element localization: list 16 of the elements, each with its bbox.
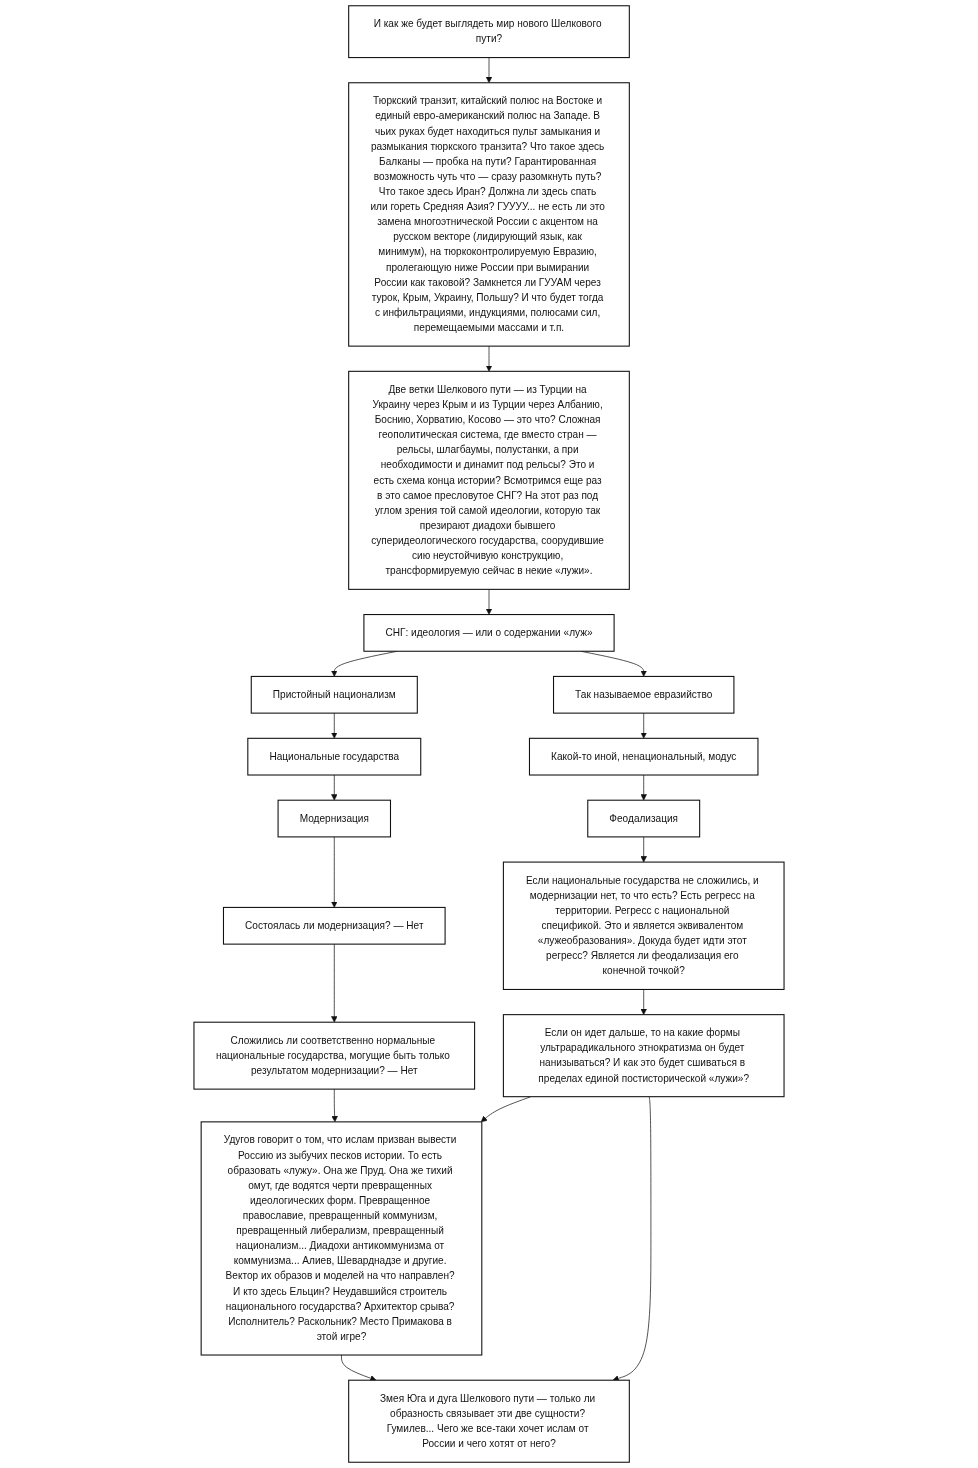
node-box: Какой-то иной, ненациональный, модус [528,737,759,776]
node-box: Тюркский транзит, китайский полюс на Востоке и единый евро-американский полюс на Западе. В чьих руках будет находиться пульт замыкания и размыкания тюркского транзита? Что такое здесь Балканы — пробка на пути? Гарантированная возможность чуть что — сразу разомкнуть путь? Что такое здесь Иран? Должна ли здесь спать или гореть Средняя Азия? ГУУУУ... не есть ли это замена многоэтнической России с акцентом на русском векторе (лидирующий язык, как минимум), на тюркоконтролируемую Евразию, пролегающую ниже России при вымирании России как таковой? Замкнется ли ГУУАМ через турок, Крым, Украину, Польшу? И что будет тогда с инфильтрациями, индукциями, полюсами сил, перемещаемыми массами и т.п. [348,82,630,347]
node-box: Две ветки Шелкового пути — из Турции на Украину через Крым и из Турции через Албанию, Боснию, Хорватию, Косово — это что? Сложная геополитическая система, где вместо стран — рельсы, шлагбаумы, полустанки, а при необходимости и динамит под рельсы? Это и есть схема конца истории? Всмотримся еще раз в это самое пресловутое СНГ? На этот раз под углом зрения той самой идеологии, которую так презирают диадохи бывшего суперидеологического государства, соорудившие сию неустойчивую конструкцию, трансформируемую сейчас в некие «лужи». [348,370,630,590]
node-box: Сложились ли соответственно нормальные национальные государства, могущие быть только результатом модернизации? — Нет [193,1021,476,1090]
node-box: Пристойный национализм [250,675,418,714]
node-box: Состоялась ли модернизация? — Нет [222,906,446,945]
node-box: Змея Юга и дуга Шелкового пути — только ли образность связывает эти две сущности? Гумилев... Чего же все-таки хочет ислам от России и чего хотят от него? [348,1379,630,1463]
node-box: Если национальные государства не сложились, и модернизации нет, то что есть? Есть регресс на территории. Регресс с национальной спецификой. Это и является эквивалентом «лужеобразования». Докуда будет идти этот регресс? Является ли феодализация его конечной точкой? [502,861,785,990]
node-box: Национальные государства [247,737,422,776]
node-box: Так называемое евразийство [553,675,735,714]
node-box: Модернизация [277,799,392,838]
node-box: Удугов говорит о том, что ислам призван вывести Россию из зыбучих песков истории. То есть образовать «лужу». Она же Пруд. Она же тихий омут, где водятся черти превращенных идеологических форм. Превращенное православие, превращенный коммунизм, превращенный либерализм, превращенный национализм... Диадохи антикоммунизма от коммунизма... Алиев, Шеварднадзе и другие. Вектор их образов и моделей на что направлен? И кто здесь Ельцин? Неудавшийся строитель национального государства? Архитектор срыва? Исполнитель? Раскольник? Место Примакова в этой игре? [200,1121,483,1356]
node-box: И как же будет выглядеть мир нового Шелкового пути? [348,5,630,59]
node-box: Феодализация [587,799,701,838]
node-box: СНГ: идеология — или о содержании «луж» [363,614,615,652]
node-box: Если он идет дальше, то на какие формы ультрарадикального этнократизма он будет нанизываться? И как это будет сшиваться в пределах единой постисторической «лужи»? [502,1014,785,1098]
